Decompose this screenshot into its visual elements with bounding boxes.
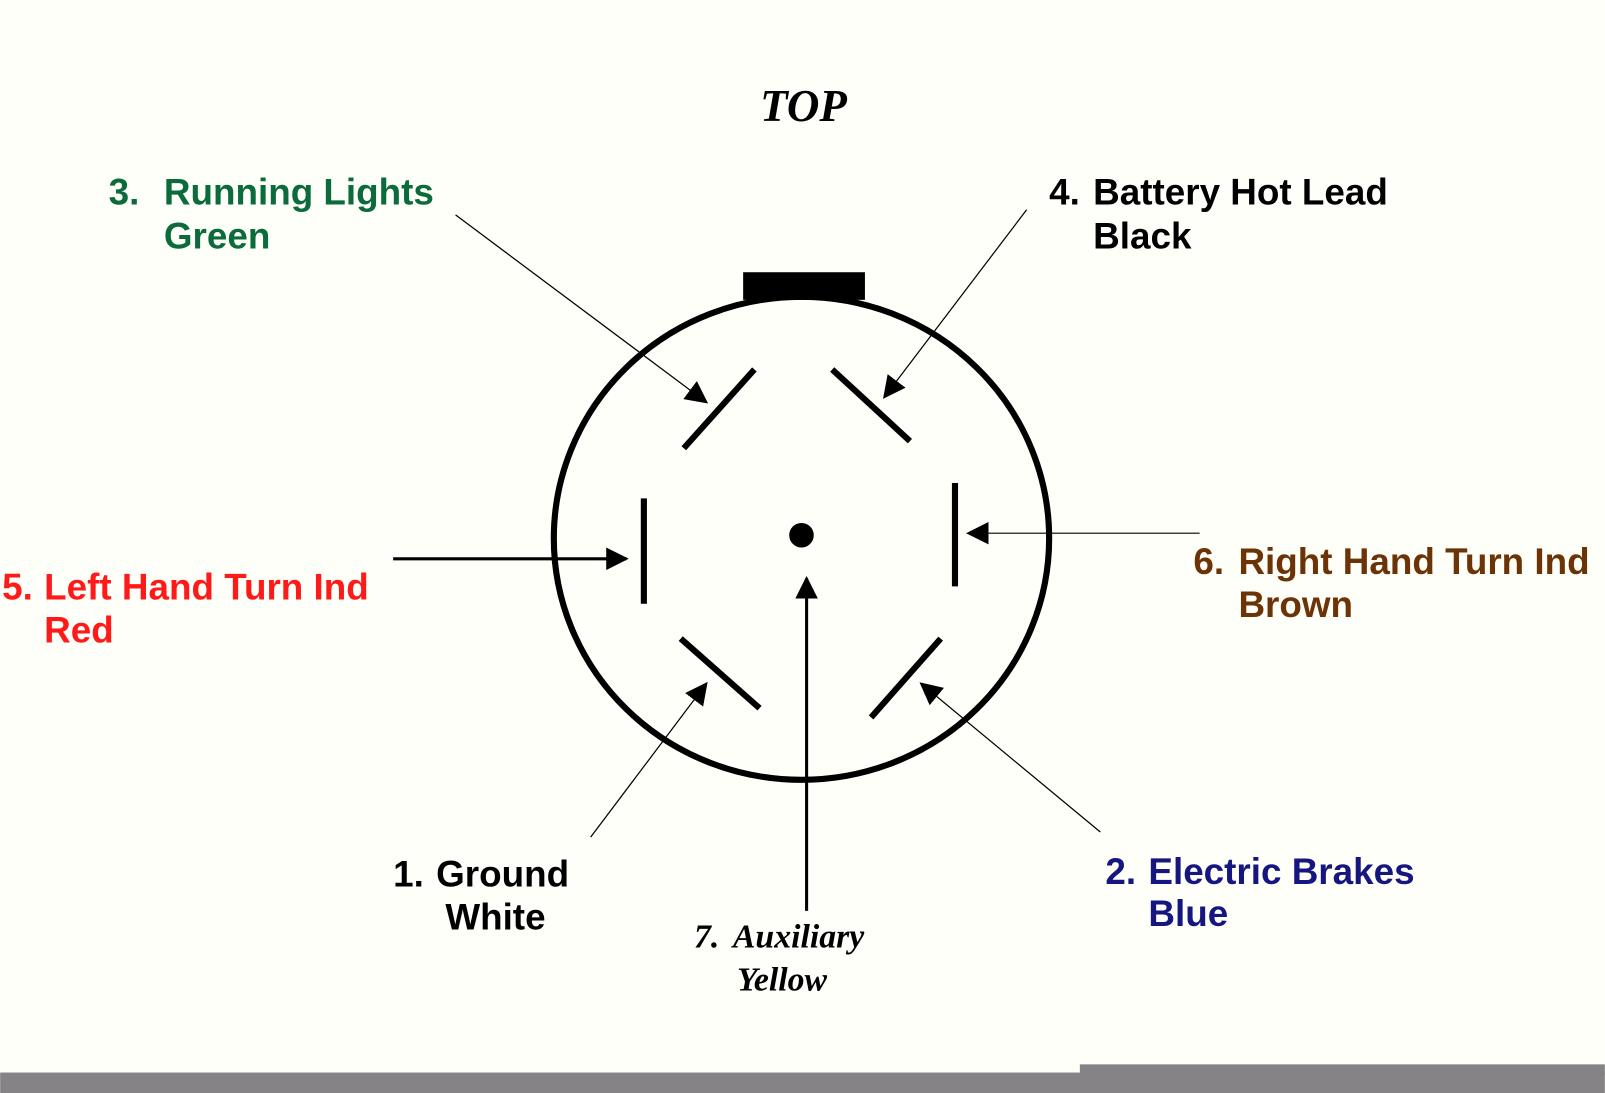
pin-2-arrow — [919, 682, 1101, 833]
pin-1-label: 1. Ground White — [393, 853, 569, 937]
pin-4-arrow — [883, 209, 1028, 399]
pin-7-center-terminal — [789, 522, 814, 548]
pin-5-label: 5. Left Hand Turn Ind Red — [2, 567, 369, 651]
pin-number: 7. — [694, 919, 719, 956]
pin-4-terminal — [830, 367, 913, 444]
pin-function: Ground — [436, 853, 569, 894]
pin-2-terminal — [868, 636, 943, 720]
pin-function: Right Hand Turn Ind — [1238, 541, 1589, 582]
pin-1-terminal — [678, 636, 762, 711]
wire-color: Yellow — [737, 962, 828, 999]
pin-number: 4. — [1049, 172, 1080, 213]
wire-color: Blue — [1148, 893, 1228, 934]
wire-color: Brown — [1238, 584, 1353, 625]
bottom-bar-step — [1079, 1064, 1605, 1075]
pin-function: Left Hand Turn Ind — [44, 567, 369, 608]
pin-4-label: 4. Battery Hot Lead Black — [1049, 172, 1388, 257]
wire-color: Red — [44, 610, 114, 651]
wire-color: White — [445, 896, 545, 937]
pin-function: Running Lights — [164, 172, 434, 213]
pin-function: Electric Brakes — [1148, 851, 1414, 892]
wire-color: Black — [1093, 216, 1192, 257]
wire-color: Green — [164, 216, 270, 257]
pin-3-label: 3. Running Lights Green — [109, 172, 434, 257]
pin-number: 1. — [393, 853, 424, 894]
pin-7-label: 7. Auxiliary Yellow — [694, 919, 865, 999]
pin-number: 3. — [109, 172, 140, 213]
connector-outline — [550, 293, 1053, 783]
bottom-bar — [0, 1072, 1605, 1093]
pin-function: Auxiliary — [731, 919, 865, 956]
pin-number: 6. — [1193, 541, 1224, 582]
diagram-title: TOP — [760, 81, 847, 131]
pin-3-terminal — [681, 367, 757, 451]
pin-1-arrow — [590, 681, 708, 838]
pin-3-arrow — [455, 214, 709, 404]
pin-number: 2. — [1105, 851, 1136, 892]
pin-2-label: 2. Electric Brakes Blue — [1105, 851, 1414, 934]
pin-number: 5. — [2, 567, 33, 608]
pin-6-label: 6. Right Hand Turn Ind Brown — [1193, 541, 1589, 625]
pin-function: Battery Hot Lead — [1093, 172, 1388, 213]
